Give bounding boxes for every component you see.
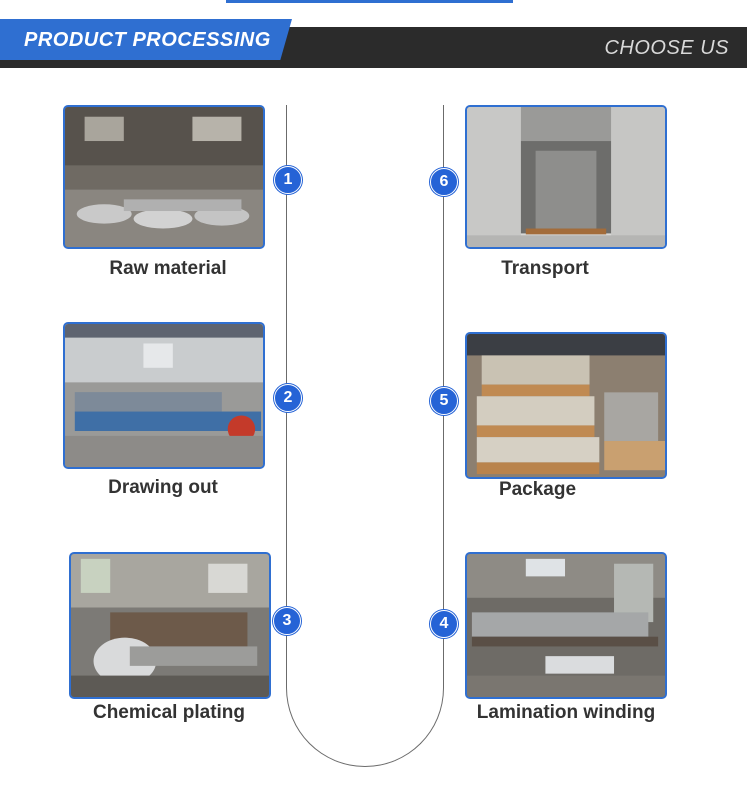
step-label-2: Drawing out — [108, 477, 218, 498]
step-label-5: Package — [498, 479, 577, 500]
step-label-1: Raw material — [109, 258, 227, 279]
step-badge-5: 5 — [430, 387, 458, 415]
step-badge-1: 1 — [274, 166, 302, 194]
header-title-tab — [0, 19, 292, 60]
header-right-text: CHOOSE US — [604, 37, 729, 59]
page-title: PRODUCT PROCESSING — [24, 29, 271, 51]
photo-lamination-winding — [465, 552, 667, 699]
step-label-3: Chemical plating — [92, 702, 246, 723]
photo-drawing-out — [63, 322, 265, 469]
top-accent-line — [226, 0, 513, 3]
photo-chemical-plating — [69, 552, 271, 699]
step-badge-3: 3 — [273, 607, 301, 635]
step-label-6: Transport — [501, 258, 589, 279]
step-badge-2: 2 — [274, 384, 302, 412]
photo-raw-material — [63, 105, 265, 249]
process-timeline — [286, 105, 444, 767]
step-badge-6: 6 — [430, 168, 458, 196]
photo-transport — [465, 105, 667, 249]
step-label-4: Lamination winding — [476, 702, 656, 723]
photo-package — [465, 332, 667, 479]
step-badge-4: 4 — [430, 610, 458, 638]
